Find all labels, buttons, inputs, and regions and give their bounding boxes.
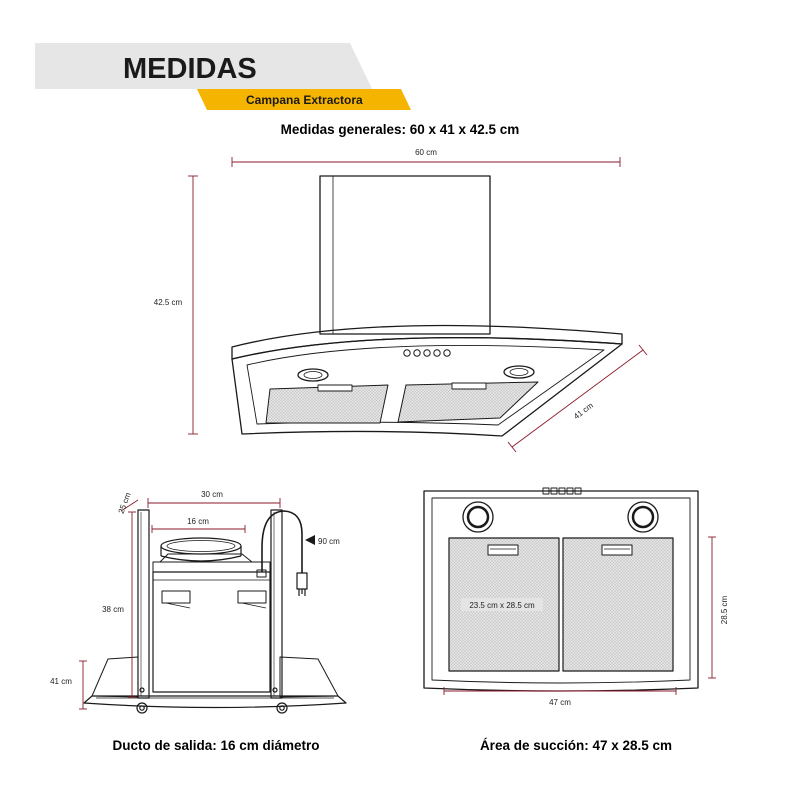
side-canopy: [91, 656, 139, 698]
side-top-width-label: 30 cm: [201, 490, 223, 499]
filter-size-label-bg: [461, 598, 543, 611]
hood-main-view: [231, 175, 623, 437]
hood-side-view: [83, 509, 347, 714]
control-buttons: [403, 349, 451, 357]
main-dimension-lines: [188, 157, 648, 453]
hood-body: [231, 336, 623, 437]
side-view-caption: Ducto de salida: 16 cm diámetro: [112, 738, 319, 753]
filter-size-label: 23.5 cm x 28.5 cm: [469, 601, 535, 610]
bottom-height-label: 28.5 cm: [720, 595, 729, 624]
bottom-filter-right: [562, 537, 674, 672]
bottom-dimension-lines: [443, 536, 716, 695]
hood-light-right: [503, 365, 535, 379]
header-banner: MEDIDAS Campana Extractora: [35, 43, 411, 110]
cable-pointer-arrow: [305, 535, 315, 545]
corner-dimension-label: 25 cm: [117, 491, 133, 515]
width-dimension-label: 60 cm: [415, 148, 437, 157]
title-banner: [35, 43, 372, 89]
page-title: MEDIDAS: [123, 53, 257, 85]
duct-diameter-label: 16 cm: [187, 517, 209, 526]
hood-light-left: [297, 368, 329, 382]
bottom-light-left: [462, 501, 494, 533]
bottom-control-buttons: [542, 487, 582, 495]
hood-chimney: [319, 175, 491, 335]
power-cable: [261, 510, 303, 576]
bottom-width-label: 47 cm: [549, 698, 571, 707]
cable-length-label: 90 cm: [318, 537, 340, 546]
hood-glass-canopy: [231, 324, 623, 360]
page-subtitle: Campana Extractora: [246, 93, 363, 107]
depth-dimension-label: 41 cm: [572, 401, 595, 422]
hood-bottom-view: [423, 487, 699, 692]
subtitle-stripe: [197, 89, 411, 110]
side-height-label: 38 cm: [102, 605, 124, 614]
bottom-light-right: [627, 501, 659, 533]
bottom-view-caption: Área de succión: 47 x 28.5 cm: [480, 738, 672, 753]
general-dimensions-heading: Medidas generales: 60 x 41 x 42.5 cm: [281, 122, 520, 137]
side-depth-label: 41 cm: [50, 677, 72, 686]
side-dimension-lines: [79, 498, 281, 710]
hood-filter-right: [397, 381, 539, 423]
height-dimension-label: 42.5 cm: [154, 298, 183, 307]
motor-housing: [152, 571, 271, 693]
